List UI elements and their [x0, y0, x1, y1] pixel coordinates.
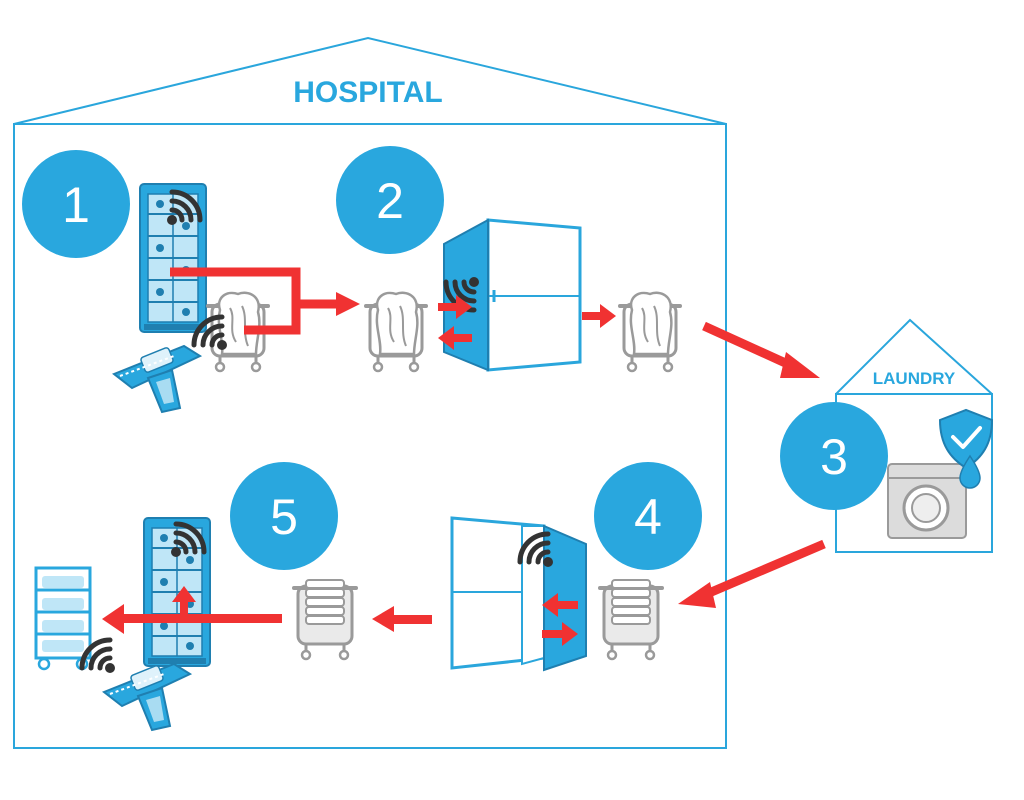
- rfid-handheld-reader-icon: [103, 663, 191, 731]
- step-2-number: 2: [376, 173, 404, 229]
- to-laundry-arrow: [702, 321, 820, 378]
- step-4-number: 4: [634, 489, 662, 545]
- water-drop-icon: [959, 454, 981, 489]
- rfid-handheld-reader-icon: [113, 345, 201, 413]
- step-2-soiled-cart-out: [618, 290, 682, 373]
- clean-linen-cart-icon: [598, 578, 664, 661]
- clean-linen-cart-icon: [292, 578, 358, 661]
- step-5-number: 5: [270, 489, 298, 545]
- step-1-to-2-arrow: [170, 267, 338, 335]
- step-5-reader: [103, 663, 191, 731]
- step-2-inout-arrows: [438, 295, 472, 350]
- laundry-label: LAUNDRY: [873, 369, 956, 388]
- step-2-badge: 2: [336, 146, 444, 254]
- arrow-head: [336, 292, 360, 316]
- step-5-clean-cart: [292, 578, 358, 661]
- step-4-inout-arrows: [542, 593, 578, 646]
- step-5-badge: 5: [230, 462, 338, 570]
- step-5-up-arrow: [172, 586, 196, 618]
- step-1-number: 1: [62, 177, 90, 233]
- soiled-linen-cart-icon: [618, 290, 682, 373]
- hospital-label: HOSPITAL: [293, 76, 442, 109]
- step-4-badge: 4: [594, 462, 702, 570]
- washing-machine-icon: [887, 463, 967, 539]
- step-3-badge: 3: [780, 402, 888, 510]
- step-4-to-5-arrow: [372, 606, 432, 632]
- step-4-door-portal: [450, 516, 587, 672]
- hospital-building: HOSPITAL: [13, 36, 727, 749]
- step-1-reader: [113, 345, 201, 413]
- laundry-building: LAUNDRY: [835, 318, 994, 553]
- step-3-number: 3: [820, 429, 848, 485]
- step-5-trolley: [34, 566, 92, 671]
- step-4-clean-cart: [598, 578, 664, 661]
- soiled-linen-cart-icon: [364, 290, 428, 373]
- linen-trolley-icon: [34, 566, 92, 671]
- step-2-out-arrow: [582, 304, 616, 328]
- step-2-door-portal: [443, 218, 582, 372]
- from-laundry-arrow: [678, 539, 826, 608]
- step-2-soiled-cart: [364, 290, 428, 373]
- step-1-badge: 1: [22, 150, 130, 258]
- step-5-main-arrow: [102, 604, 282, 634]
